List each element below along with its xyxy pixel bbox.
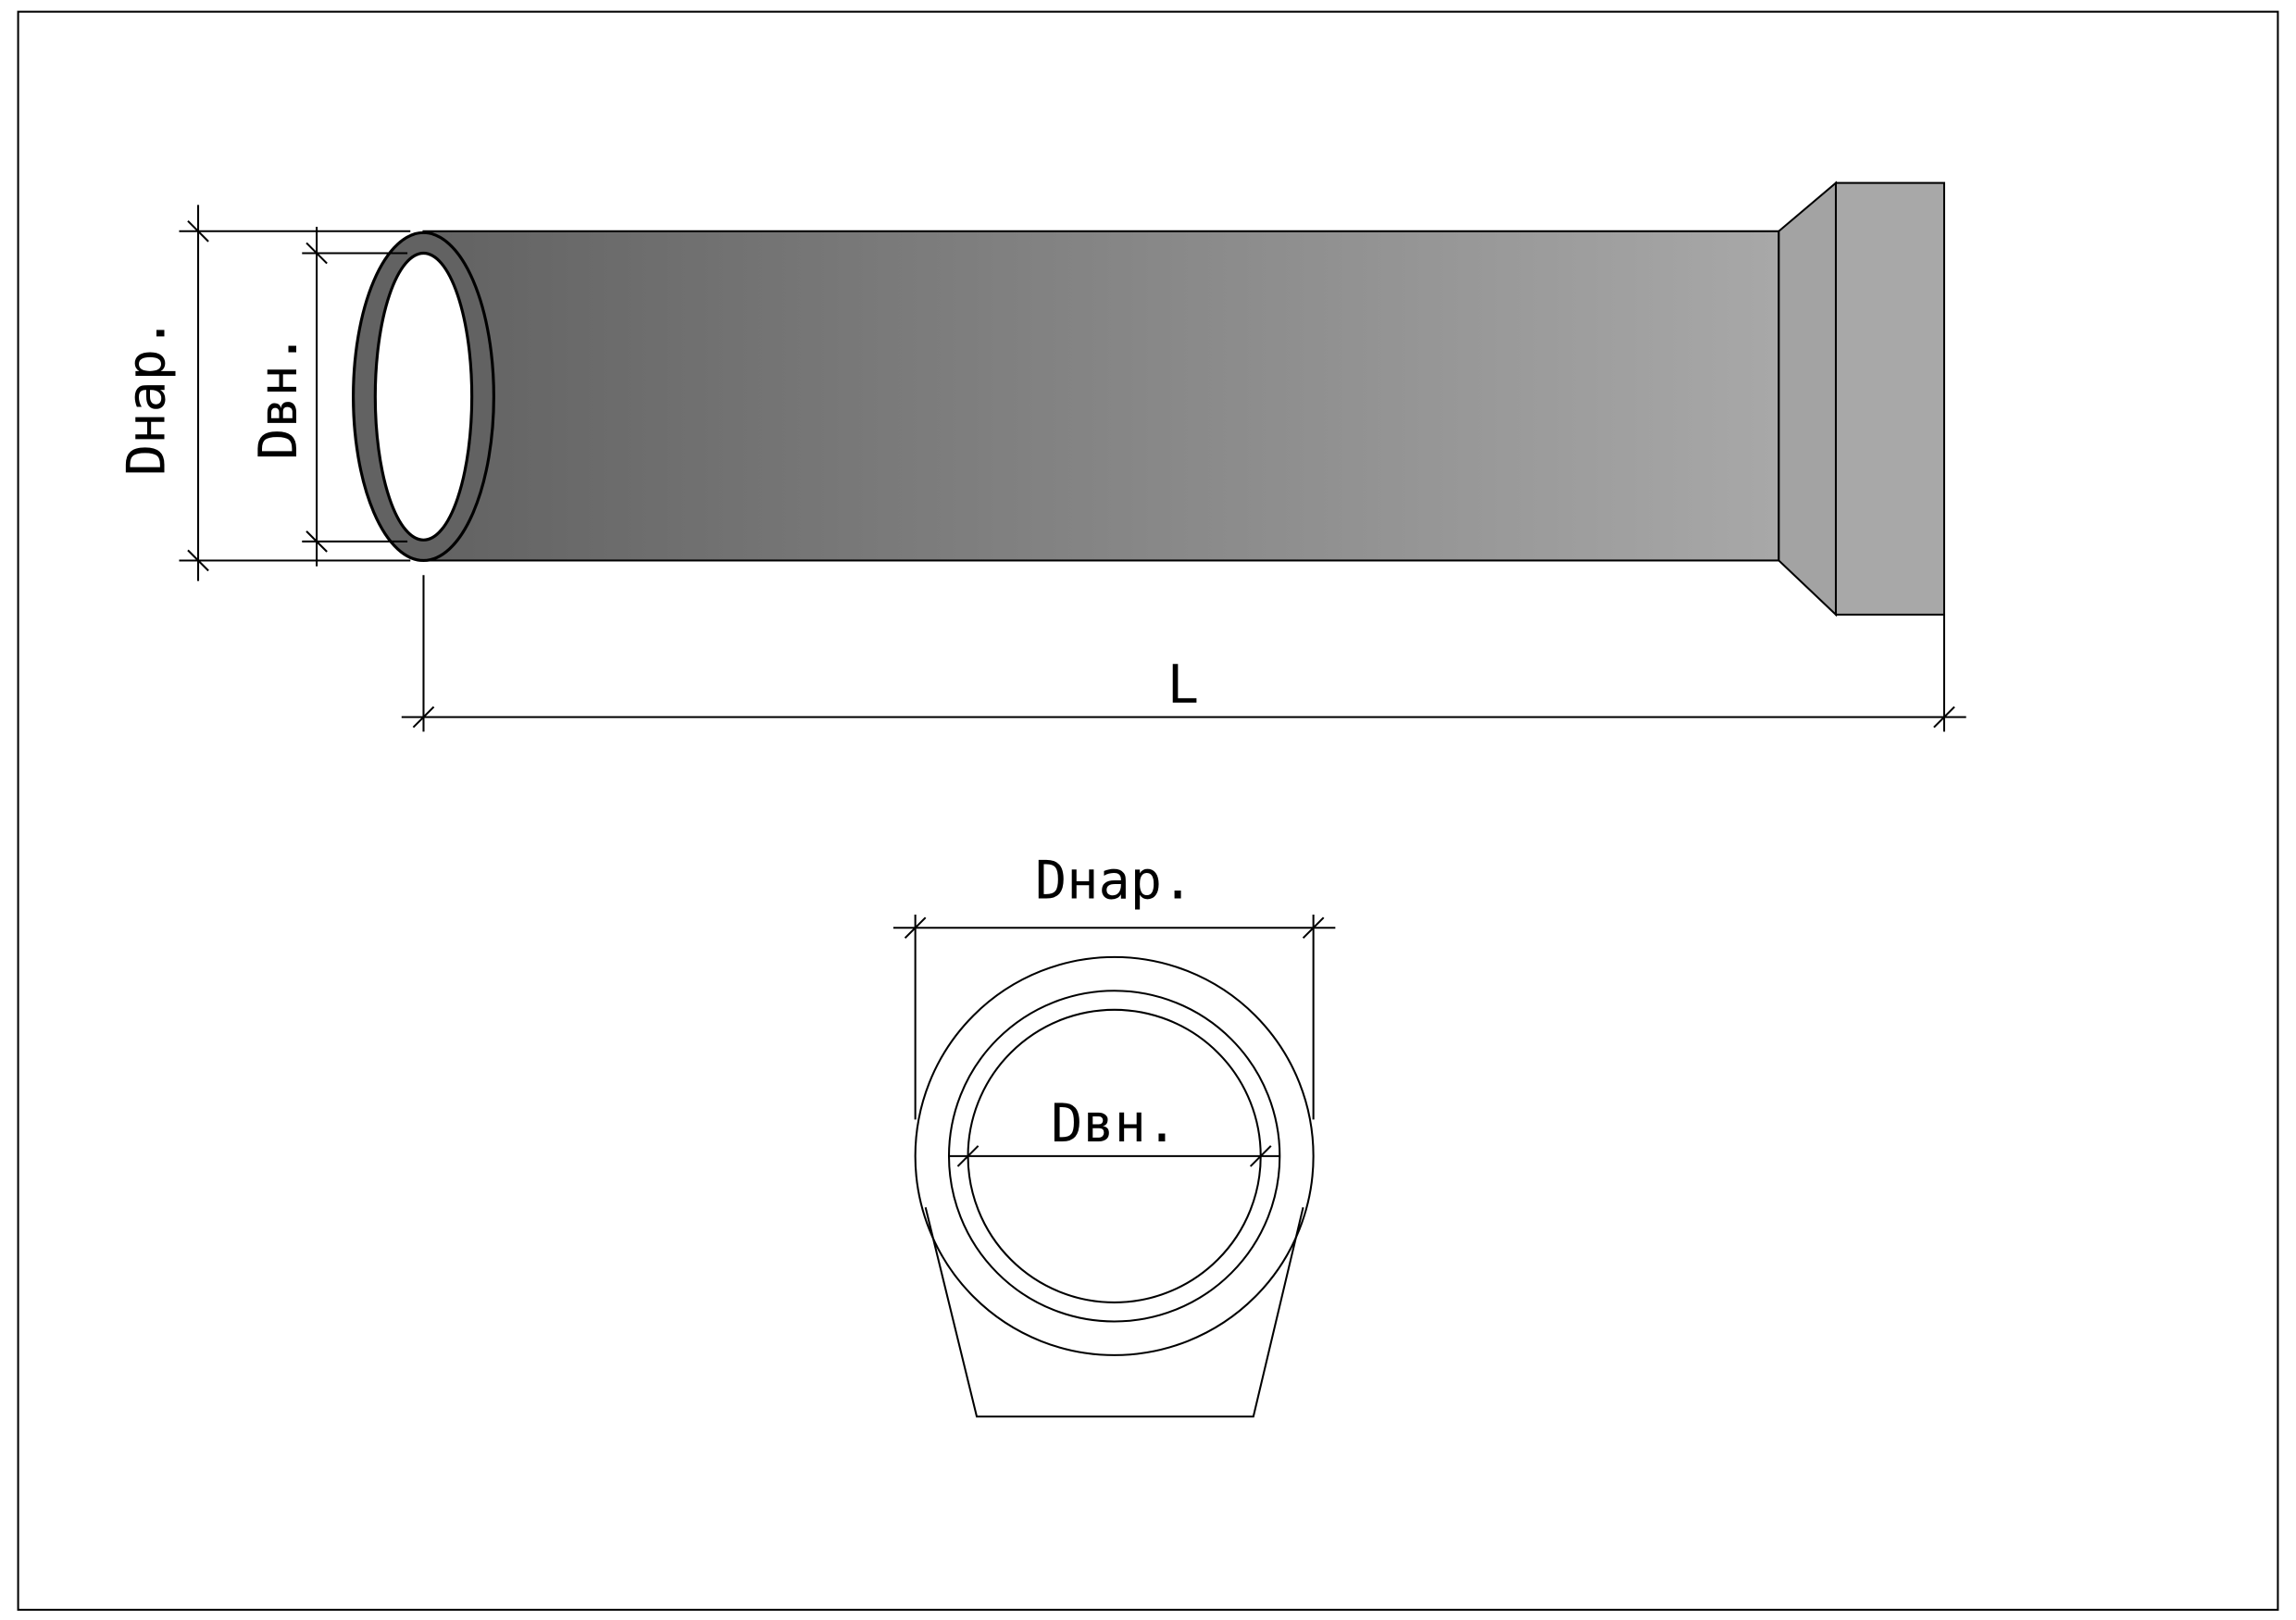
length-dimension: L xyxy=(401,575,1966,732)
outer-circle xyxy=(914,955,1315,1356)
inner-diameter-dimension: Dвн. xyxy=(248,227,408,567)
flange-cone xyxy=(1778,181,1838,617)
front-view: Dнар. Dвн. xyxy=(892,851,1336,1418)
front-outer-diameter-dimension: Dнар. xyxy=(892,851,1336,1120)
inner-diameter-label: Dвн. xyxy=(248,333,309,460)
front-inner-diameter-label: Dвн. xyxy=(1051,1093,1178,1154)
length-label: L xyxy=(1167,654,1199,716)
flange-socket xyxy=(1834,181,1946,616)
side-view: Dнар. Dвн. L xyxy=(117,181,1966,732)
pipe-end-inner xyxy=(373,251,474,542)
front-inner-diameter-dimension: Dвн. xyxy=(949,1093,1280,1167)
front-outer-diameter-label: Dнар. xyxy=(1035,851,1193,912)
outer-diameter-dimension: Dнар. xyxy=(117,205,411,581)
pipe-body xyxy=(422,230,1780,562)
drawing-frame xyxy=(17,10,2279,1611)
socket-trapezoid xyxy=(924,1206,1304,1418)
outer-diameter-label: Dнар. xyxy=(117,318,178,476)
